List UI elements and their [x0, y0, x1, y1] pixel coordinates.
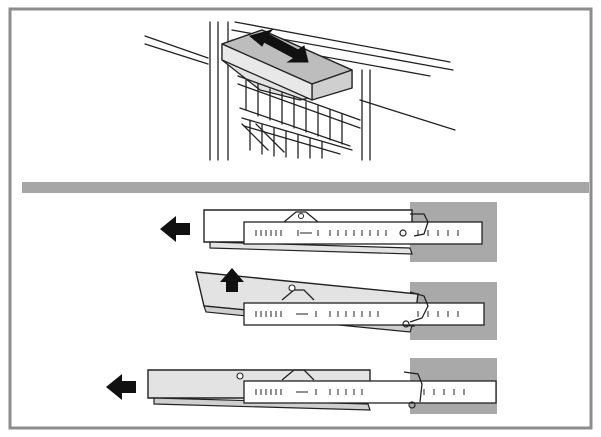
step-2-up-arrow-icon	[220, 268, 244, 292]
top-panel-drawer-handle	[144, 21, 456, 161]
step-1-left-arrow-icon	[160, 216, 190, 242]
handle-move-arrow-icon	[248, 29, 309, 63]
step-3-left-arrow-icon	[106, 374, 136, 400]
step-3-remove	[106, 358, 497, 414]
step-2-lift-up	[195, 268, 497, 340]
step-1-pull-out	[160, 202, 497, 262]
panel-divider	[22, 182, 589, 193]
